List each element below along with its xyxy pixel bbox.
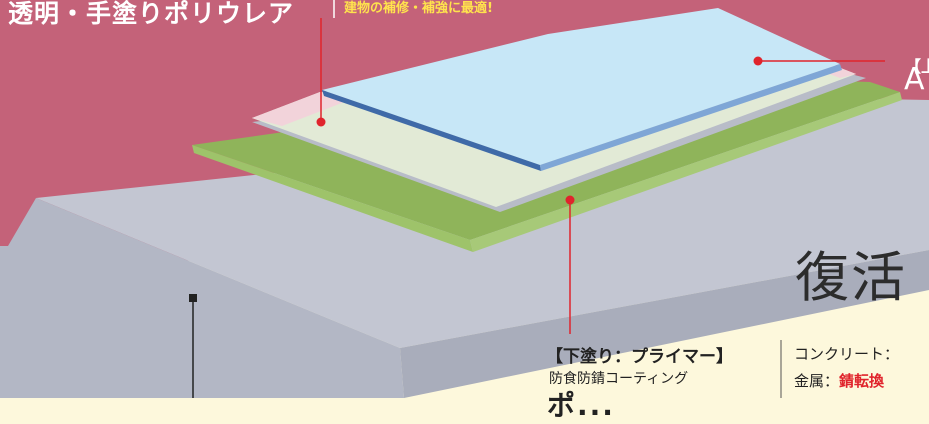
primer-layer-side (470, 92, 902, 252)
top-coat-layer (322, 8, 840, 165)
middle-coat-pink-tint (252, 92, 360, 126)
top-coat-pointer-dot (753, 56, 763, 66)
top-coat-edge-side (540, 64, 842, 171)
top-coat-edge-front (322, 90, 541, 171)
substrate-metal: 金属：錆転換 (794, 370, 884, 391)
substrate-metal-label: 金属： (794, 372, 840, 390)
brand-title: 透明・手塗りポリウレア (8, 0, 295, 28)
top-coat-label: 【上 (905, 57, 929, 76)
base-slab-front (0, 198, 404, 398)
layer-diagram (0, 0, 929, 398)
base-pointer-square (189, 294, 197, 302)
primer-pointer-dot (565, 195, 575, 205)
section-heading: 復活 (795, 246, 907, 309)
substrate-concrete: コンクリート： (794, 345, 900, 363)
primer-product-name: ポ... (547, 389, 615, 422)
base-slab-edge (400, 250, 929, 398)
primer-layer-edge (192, 145, 473, 252)
primer-description: 防食防錆コーティング (549, 371, 689, 387)
middle-coat-pointer-dot (316, 117, 326, 127)
substrate-metal-value: 錆転換 (839, 372, 885, 390)
primer-title: 【下塗り：プライマー】 (546, 347, 733, 367)
tagline: 建物の補修・補強に最適! (344, 1, 493, 16)
top-coat-code: A (904, 62, 925, 97)
